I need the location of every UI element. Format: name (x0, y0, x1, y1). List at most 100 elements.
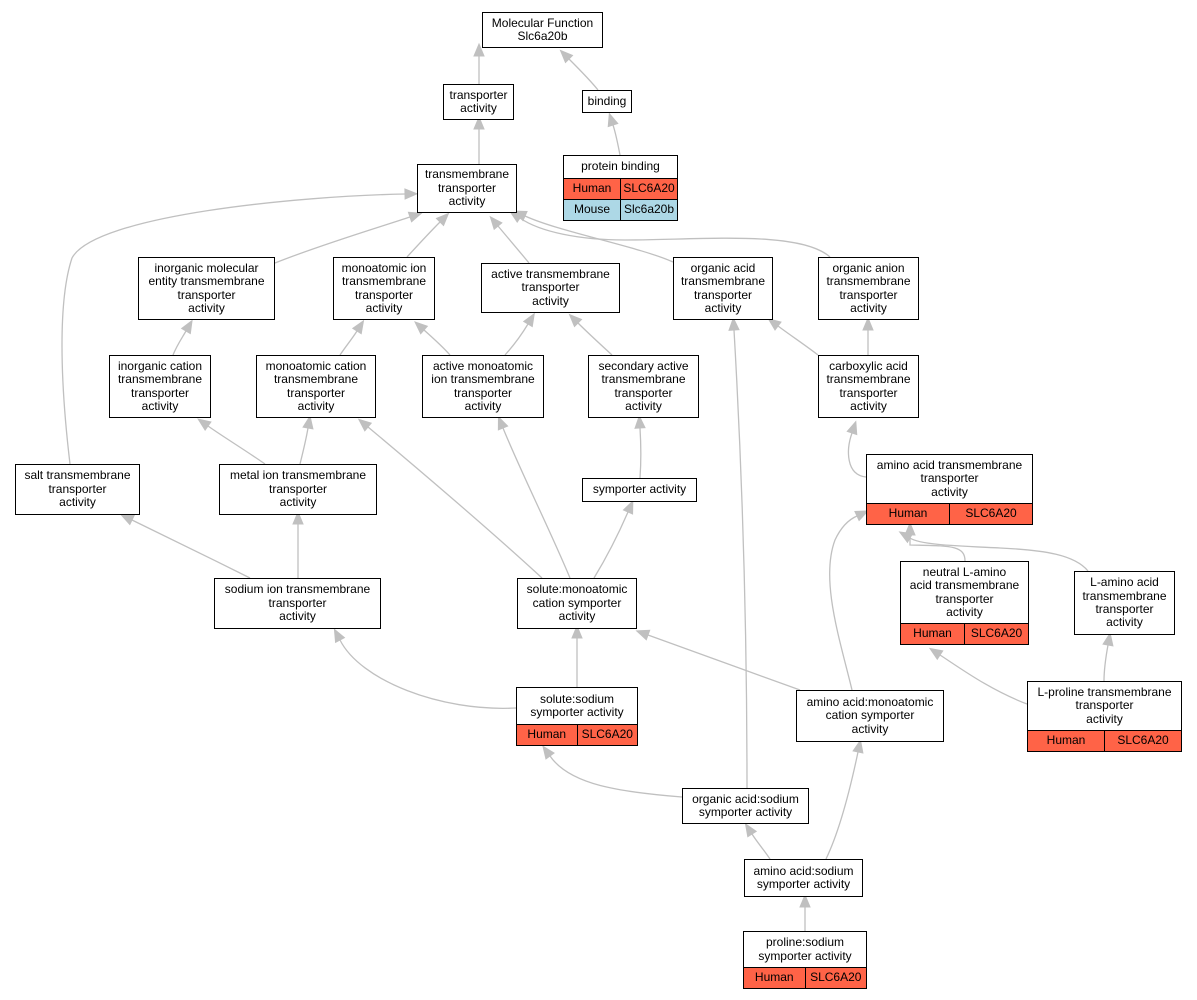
go-term-node-symporter[interactable]: symporter activity (582, 478, 697, 502)
go-term-node-l-amino[interactable]: L-amino acid transmembrane transporter a… (1074, 571, 1175, 635)
edge-active_monoatomic-to-monoatomic_ion (414, 321, 451, 356)
go-term-node-l-proline-tm[interactable]: L-proline transmembrane transporter acti… (1027, 681, 1182, 752)
species-cell: Human (527, 727, 567, 742)
node-label: inorganic molecular entity transmembrane… (148, 260, 265, 315)
gene-cell: SLC6A20 (1104, 731, 1181, 751)
node-label: transmembrane transporter activity (424, 167, 510, 209)
edge-metal_ion-to-inorganic_cation (197, 418, 266, 465)
go-term-node-active-tm[interactable]: active transmembrane transporter activit… (481, 263, 620, 313)
edge-solute_monoatomic-to-symporter (593, 499, 634, 579)
gene-cell: Slc6a20b (620, 200, 677, 220)
edge-active_monoatomic-to-active_tm (504, 312, 535, 356)
go-term-node-monoatomic-cation[interactable]: monoatomic cation transmembrane transpor… (256, 355, 376, 418)
edge-l_amino-to-amino_acid_tm (898, 531, 1089, 572)
edge-monoatomic_ion-to-tm_transporter (406, 212, 450, 258)
edge-solute_monoatomic-to-active_monoatomic (497, 415, 571, 579)
edge-amino_monoatomic-to-amino_acid_tm (829, 510, 870, 691)
edge-carboxylic-to-organic_anion_tm (862, 316, 874, 355)
edge-amino_monoatomic-to-solute_monoatomic (635, 629, 801, 691)
node-label: active monoatomic ion transmembrane tran… (431, 358, 535, 413)
species-cell: Human (1046, 733, 1086, 748)
go-term-node-secondary-active[interactable]: secondary active transmembrane transport… (588, 355, 699, 418)
go-term-node-carboxylic[interactable]: carboxylic acid transmembrane transporte… (818, 355, 919, 418)
edge-salt_tm-to-tm_transporter (61, 188, 419, 465)
edge-inorganic_cation-to-inorganic_mol (172, 319, 193, 356)
edge-binding-to-mf (559, 49, 599, 91)
edge-secondary_active-to-active_tm (568, 313, 613, 356)
node-label: organic anion transmembrane transporter … (826, 260, 911, 315)
go-term-node-inorganic-mol[interactable]: inorganic molecular entity transmembrane… (138, 257, 275, 320)
go-term-node-salt-tm[interactable]: salt transmembrane transporter activity (15, 464, 140, 515)
node-label: carboxylic acid transmembrane transporte… (826, 358, 911, 413)
go-term-node-organic-anion-tm[interactable]: organic anion transmembrane transporter … (818, 257, 919, 320)
go-term-node-organic-acid-tm[interactable]: organic acid transmembrane transporter a… (673, 257, 773, 320)
gene-cell: SLC6A20 (804, 968, 867, 988)
edge-carboxylic-to-organic_acid_tm (767, 318, 819, 356)
node-label: protein binding (581, 159, 660, 174)
node-label: monoatomic cation transmembrane transpor… (265, 358, 367, 413)
edge-neutral_l_amino-to-amino_acid_tm (904, 521, 966, 562)
edge-solute_sodium-to-solute_monoatomic (571, 624, 583, 687)
edge-organic_acid_sodium-to-solute_sodium (542, 745, 683, 798)
node-label: sodium ion transmembrane transporter act… (224, 582, 371, 624)
go-term-node-binding[interactable]: binding (582, 90, 632, 113)
go-term-node-amino-monoatomic[interactable]: amino acid:monoatomic cation symporter a… (796, 690, 944, 742)
species-cell: Mouse (573, 202, 611, 217)
go-term-node-tm-transporter[interactable]: transmembrane transporter activity (417, 164, 517, 213)
edge-amino_sodium-to-organic_acid_sodium (744, 822, 771, 860)
edge-amino_sodium-to-amino_monoatomic (825, 738, 864, 860)
edge-monoatomic_cation-to-monoatomic_ion (339, 319, 365, 356)
node-label: metal ion transmembrane transporter acti… (229, 468, 367, 510)
go-term-node-transporter[interactable]: transporter activity (443, 84, 514, 120)
gene-cell: SLC6A20 (949, 504, 1032, 524)
node-label: symporter activity (592, 482, 687, 497)
edge-organic_acid_sodium-to-organic_acid_tm (728, 316, 748, 789)
edge-proline_sodium-to-amino_sodium (799, 893, 811, 931)
node-label: solute:monoatomic cation symporter activ… (526, 582, 628, 624)
edge-sodium_ion_tm-to-salt_tm (120, 514, 251, 579)
node-label: solute:sodium symporter activity (530, 691, 624, 719)
edge-metal_ion-to-monoatomic_cation (299, 414, 314, 465)
node-label: monoatomic ion transmembrane transporter… (341, 260, 427, 315)
go-term-node-solute-monoatomic[interactable]: solute:monoatomic cation symporter activ… (517, 578, 637, 629)
species-cell: Human (572, 181, 612, 196)
go-term-node-monoatomic-ion[interactable]: monoatomic ion transmembrane transporter… (333, 257, 435, 320)
node-label: inorganic cation transmembrane transport… (117, 358, 203, 413)
go-term-node-mf[interactable]: Molecular Function Slc6a20b (482, 12, 603, 48)
node-label: secondary active transmembrane transport… (598, 358, 689, 413)
edge-symporter-to-secondary_active (634, 414, 646, 479)
annotation-row-mouse: Mouse Slc6a20b (564, 199, 677, 220)
node-label: L-proline transmembrane transporter acti… (1037, 684, 1172, 726)
gene-cell: SLC6A20 (576, 725, 638, 745)
go-term-node-metal-ion[interactable]: metal ion transmembrane transporter acti… (219, 464, 377, 515)
node-label: active transmembrane transporter activit… (491, 266, 610, 308)
edge-solute_monoatomic-to-monoatomic_cation (357, 418, 543, 579)
node-label: Molecular Function Slc6a20b (491, 15, 594, 43)
species-cell: Human (754, 970, 794, 985)
node-label: neutral L-amino acid transmembrane trans… (909, 564, 1020, 619)
go-term-node-neutral-l-amino[interactable]: neutral L-amino acid transmembrane trans… (900, 561, 1029, 645)
go-term-node-sodium-ion-tm[interactable]: sodium ion transmembrane transporter act… (214, 578, 381, 629)
go-term-node-active-monoatomic[interactable]: active monoatomic ion transmembrane tran… (422, 355, 544, 418)
go-term-node-amino-sodium[interactable]: amino acid:sodium symporter activity (744, 859, 863, 897)
annotation-row-human: Human SLC6A20 (1028, 730, 1181, 751)
annotation-row-human: Human SLC6A20 (517, 724, 637, 745)
edge-l_proline_tm-to-neutral_l_amino (928, 647, 1028, 705)
edge-tm_transporter-to-transporter (473, 115, 485, 164)
go-term-node-organic-acid-sodium[interactable]: organic acid:sodium symporter activity (682, 788, 809, 824)
node-label: organic acid transmembrane transporter a… (680, 260, 766, 315)
go-term-node-amino-acid-tm[interactable]: amino acid transmembrane transporter act… (866, 454, 1033, 525)
node-label: amino acid transmembrane transporter act… (876, 457, 1023, 499)
edge-protein_binding-to-binding (607, 112, 621, 156)
edge-amino_acid_tm-to-carboxylic (846, 420, 867, 478)
node-label: proline:sodium symporter activity (758, 935, 852, 963)
go-term-node-inorganic-cation[interactable]: inorganic cation transmembrane transport… (109, 355, 211, 418)
node-label: L-amino acid transmembrane transporter a… (1082, 575, 1167, 630)
